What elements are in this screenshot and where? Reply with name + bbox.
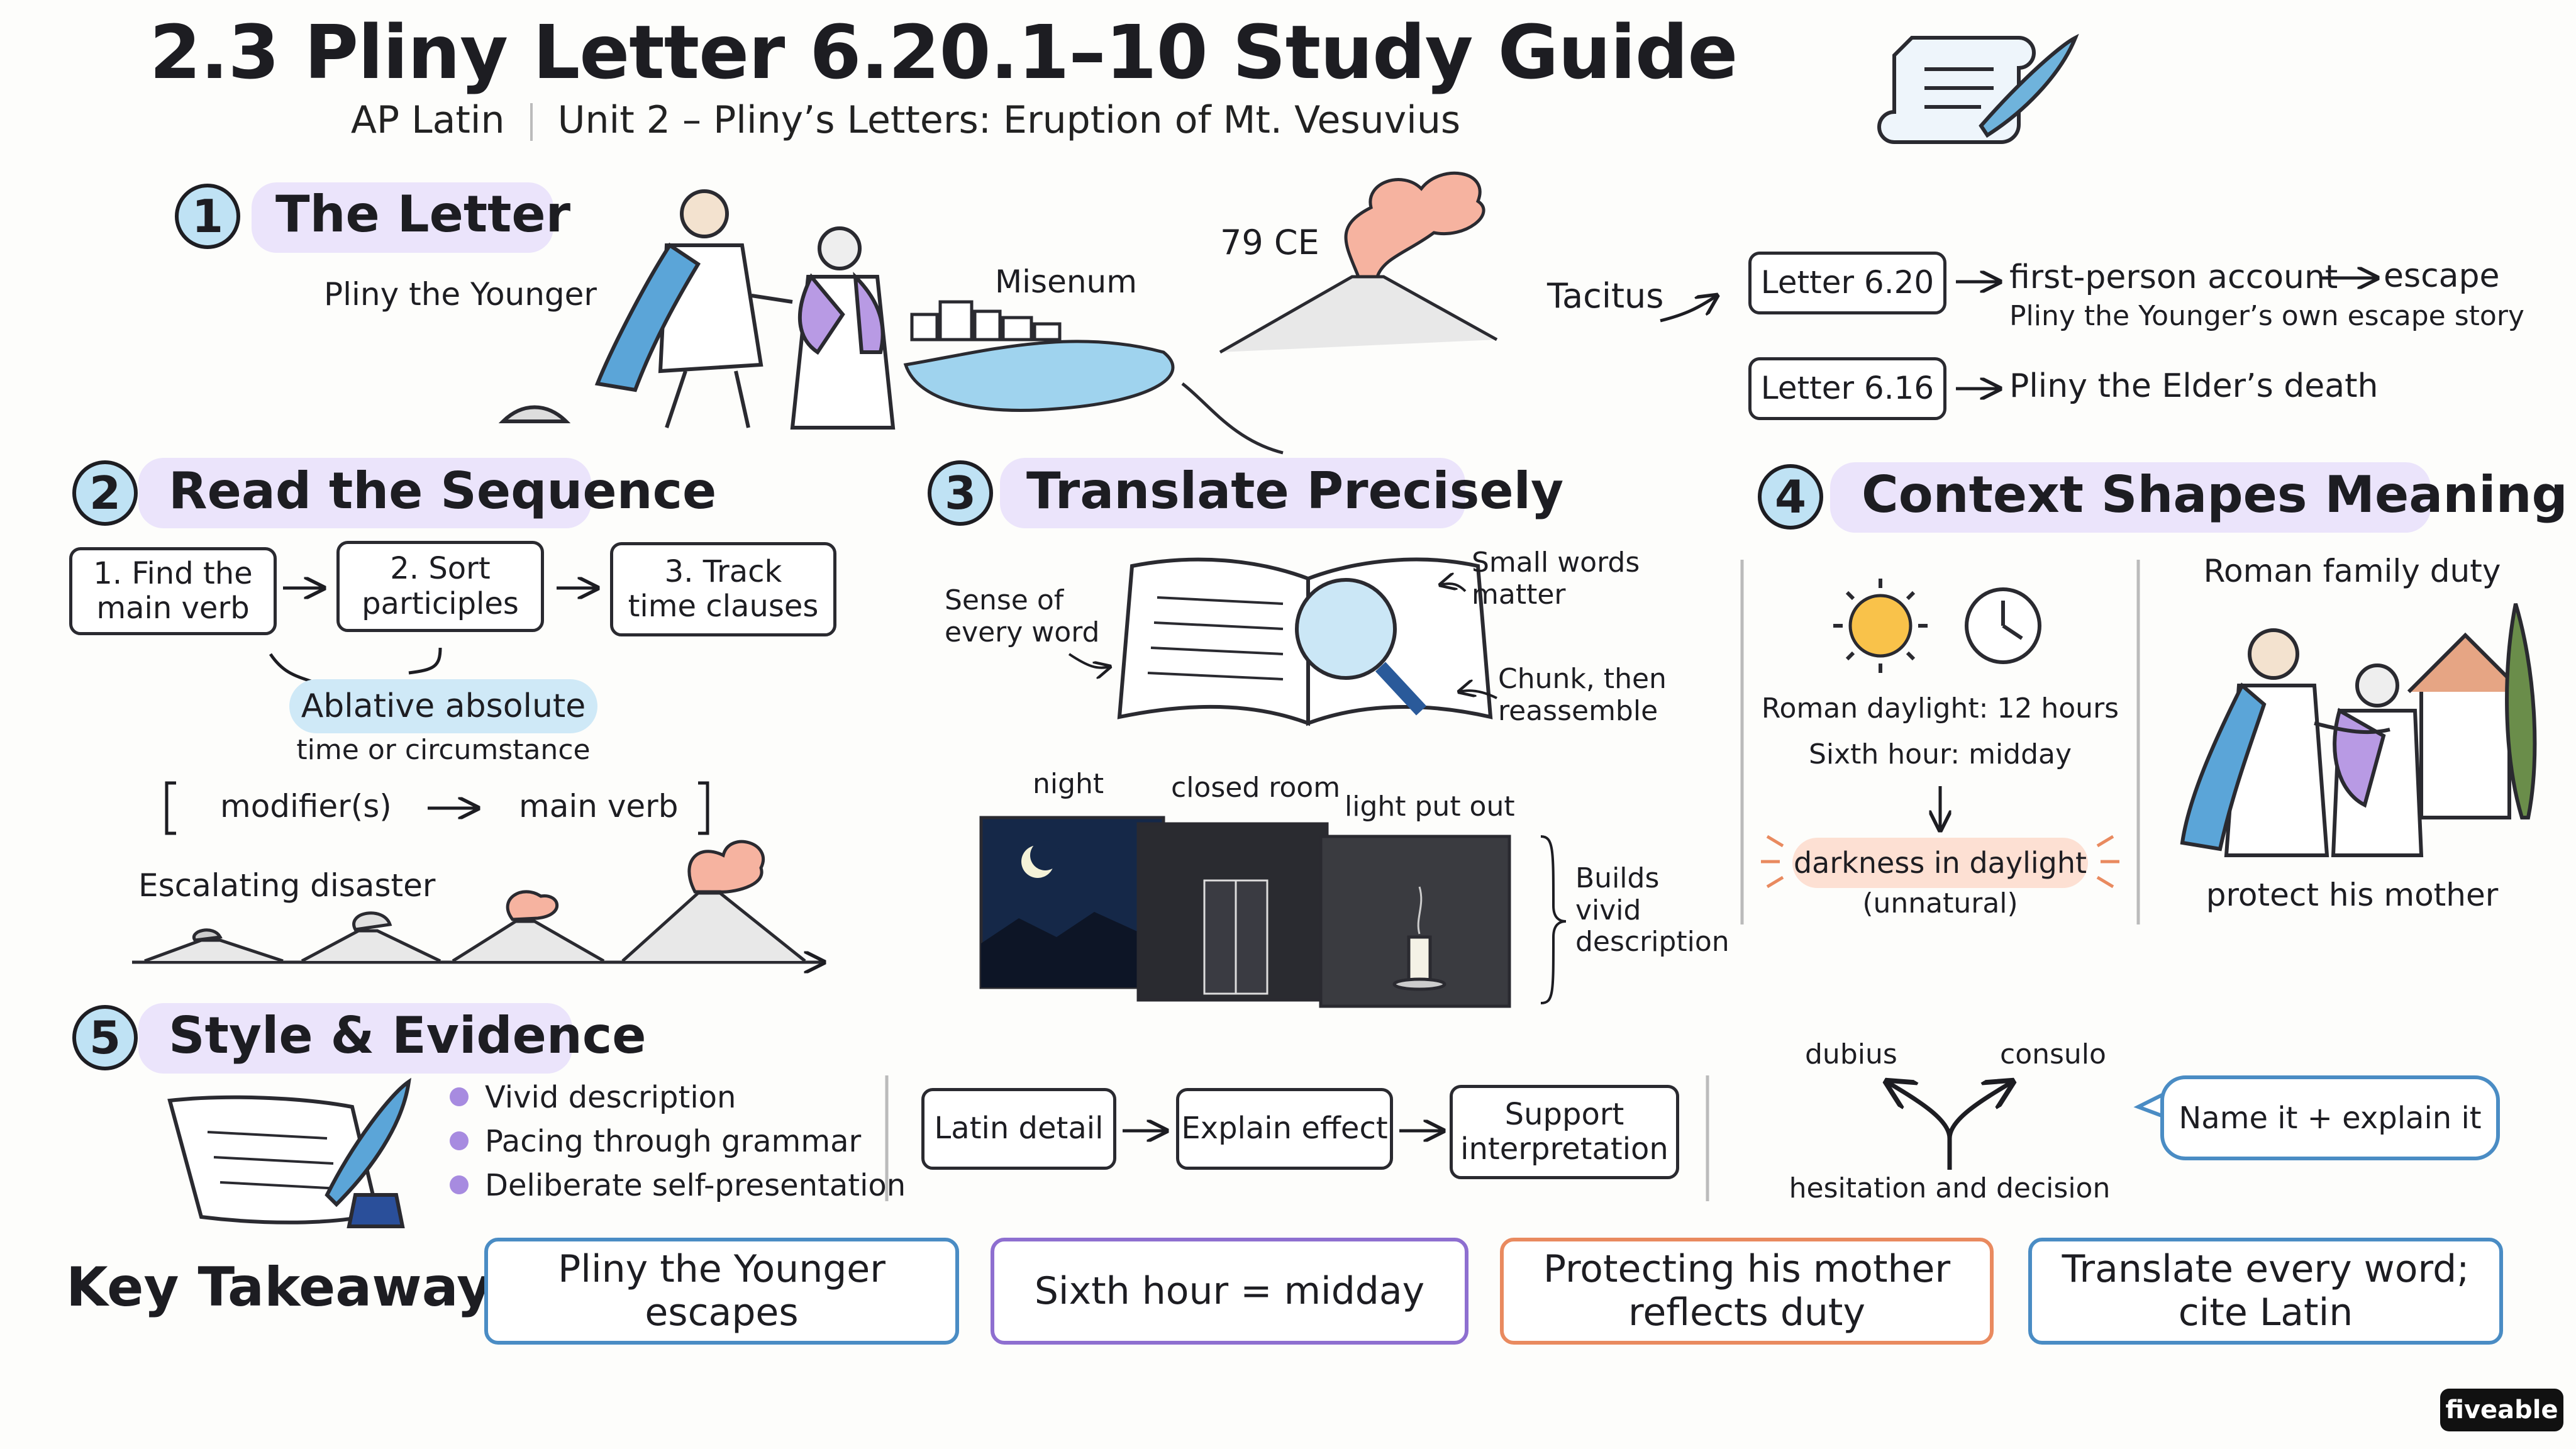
bullet-item: Deliberate self-presentation	[450, 1163, 906, 1208]
page-subtitle: AP Latin Unit 2 – Pliny’s Letters: Erupti…	[0, 98, 1811, 142]
misenum-label: Misenum	[995, 264, 1137, 300]
letter-6-20-extra: escape	[2384, 257, 2500, 295]
bullet-dot	[450, 1131, 469, 1150]
style-bullets: Vivid description Pacing through grammar…	[450, 1075, 906, 1208]
scroll-quill-ink-illustration	[167, 1077, 411, 1228]
section1-title: The Letter	[275, 185, 571, 243]
ablative-note: time or circumstance	[296, 734, 591, 766]
pliny-and-mother-illustration	[498, 189, 896, 430]
light-put-out-panel-icon	[1319, 835, 1511, 1008]
step-sort-participles: 2. Sort participles	[336, 541, 544, 632]
letter-6-20-box: Letter 6.20	[1748, 252, 1946, 314]
ablative-absolute-pill: Ablative absolute	[289, 679, 597, 733]
takeaway-card: Translate every word; cite Latin	[2028, 1238, 2503, 1345]
clock-icon	[1965, 587, 2041, 664]
bullet-dot	[450, 1087, 469, 1106]
tacitus-label: Tacitus	[1547, 276, 1664, 316]
consulo-label: consulo	[2000, 1038, 2106, 1070]
step-track-time-clauses: 3. Track time clauses	[610, 542, 836, 636]
small-words-label: Small words matter	[1472, 547, 1640, 611]
pliny-younger-label: Pliny the Younger	[324, 276, 597, 313]
section2-title: Read the Sequence	[169, 462, 717, 520]
sense-of-every-word-label: Sense of every word	[945, 584, 1100, 648]
escalating-volcanoes-illustration	[132, 840, 824, 962]
section5-number: 5	[72, 1005, 138, 1070]
letter-6-20-note: first-person account	[2009, 258, 2338, 296]
escalating-label: Escalating disaster	[138, 867, 436, 904]
sun-icon	[1833, 579, 1928, 673]
night-panel-icon	[979, 816, 1165, 989]
bay-of-naples-illustration	[903, 171, 1498, 455]
letter-6-20-sub: Pliny the Younger’s own escape story	[2009, 300, 2524, 332]
takeaway-card: Protecting his mother reflects duty	[1500, 1238, 1994, 1345]
section2-number: 2	[72, 460, 138, 526]
pliny-protecting-mother-illustration	[2180, 603, 2537, 857]
modifier-label: modifier(s)	[220, 788, 392, 824]
open-book-magnifier-illustration	[1117, 557, 1493, 726]
step-find-main-verb: 1. Find the main verb	[69, 547, 277, 635]
dubius-label: dubius	[1805, 1038, 1897, 1070]
subtitle-divider	[530, 103, 533, 142]
section5-highlight	[138, 1003, 572, 1074]
section3-number: 3	[928, 460, 993, 526]
name-it-explain-it-bubble: Name it + explain it	[2160, 1075, 2500, 1160]
protect-mother-label: protect his mother	[2206, 877, 2499, 913]
roman-daylight-label: Roman daylight: 12 hours	[1761, 692, 2119, 724]
page-title: 2.3 Pliny Letter 6.20.1–10 Study Guide	[149, 9, 1738, 96]
letter-6-16-box: Letter 6.16	[1748, 357, 1946, 420]
chunk-reassemble-label: Chunk, then reassemble	[1498, 663, 1667, 727]
fiveable-logo: fiveable	[2440, 1389, 2563, 1431]
scene-panels	[979, 816, 1511, 1008]
closed-room-label: closed room	[1171, 772, 1341, 804]
takeaway-card: Pliny the Younger escapes	[484, 1238, 959, 1345]
section3-highlight	[1000, 458, 1465, 528]
section4-number: 4	[1758, 464, 1823, 530]
builds-vivid-label: Builds vivid description	[1575, 862, 1729, 958]
unnatural-label: (unnatural)	[1862, 887, 2018, 919]
takeaway-card: Sixth hour = midday	[991, 1238, 1468, 1345]
scroll-quill-icon	[1877, 33, 2079, 144]
key-takeaways-label: Key Takeaways:	[66, 1256, 546, 1319]
section3-title: Translate Precisely	[1026, 462, 1564, 520]
date-label: 79 CE	[1220, 223, 1319, 262]
roman-family-duty-label: Roman family duty	[2203, 553, 2501, 589]
section1-highlight	[252, 182, 553, 253]
course-label: AP Latin	[350, 98, 505, 142]
unit-label: Unit 2 – Pliny’s Letters: Eruption of Mt…	[557, 98, 1461, 142]
light-put-out-label: light put out	[1345, 791, 1515, 823]
letter-6-16-note: Pliny the Elder’s death	[2009, 367, 2379, 405]
main-verb-label: main verb	[519, 788, 679, 824]
section1-number: 1	[175, 184, 240, 249]
latin-detail-box: Latin detail	[921, 1088, 1116, 1170]
hesitation-decision-label: hesitation and decision	[1789, 1172, 2111, 1204]
bullet-item: Vivid description	[450, 1075, 906, 1119]
section5-title: Style & Evidence	[169, 1006, 647, 1065]
closed-room-panel-icon	[1136, 822, 1329, 1002]
explain-effect-box: Explain effect	[1176, 1088, 1393, 1170]
support-interpretation-box: Support interpretation	[1450, 1085, 1679, 1179]
darkness-in-daylight-pill: darkness in daylight	[1792, 838, 2088, 888]
bullet-dot	[450, 1175, 469, 1194]
bullet-item: Pacing through grammar	[450, 1119, 906, 1163]
sixth-hour-label: Sixth hour: midday	[1808, 738, 2072, 770]
section4-highlight	[1830, 462, 2431, 533]
section2-highlight	[138, 458, 591, 528]
night-label: night	[1033, 768, 1104, 800]
section4-title: Context Shapes Meaning	[1862, 465, 2568, 524]
